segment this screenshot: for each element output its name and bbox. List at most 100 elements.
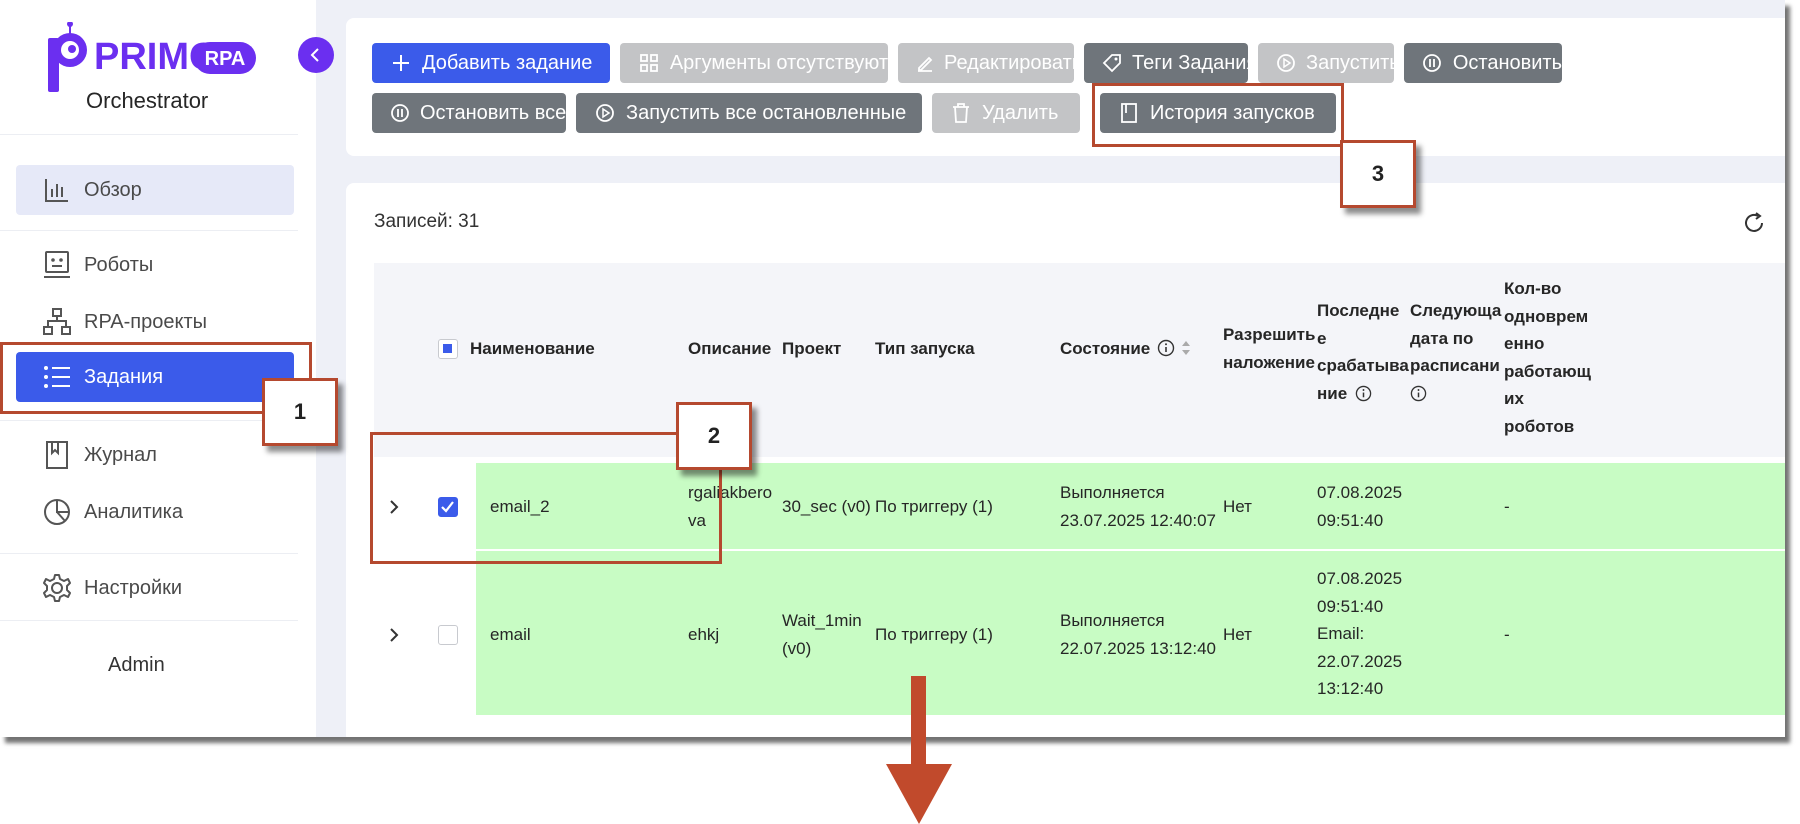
column-header-next-date[interactable]: Следующа дата по расписани	[1410, 297, 1501, 407]
header-line: Последне	[1317, 301, 1400, 320]
run-history-button[interactable]: История запусков	[1100, 93, 1336, 133]
sidebar-item-journal[interactable]: Журнал	[16, 430, 294, 480]
collapse-sidebar-button[interactable]	[298, 37, 334, 73]
row-checkbox[interactable]	[438, 625, 458, 645]
sidebar-item-robots[interactable]: Роботы	[16, 240, 294, 290]
divider	[0, 620, 298, 621]
column-header-last-fire[interactable]: Последне е срабатыва ние	[1317, 297, 1409, 407]
hierarchy-icon	[42, 307, 72, 337]
bar-chart-icon	[42, 175, 72, 205]
cell-last-fire: 07.08.2025 09:51:40 Email: 22.07.2025 13…	[1317, 565, 1402, 703]
pause-circle-icon	[390, 102, 410, 124]
header-line: дата по	[1410, 328, 1474, 348]
column-header-project[interactable]: Проект	[782, 339, 842, 358]
header-line: роботов	[1504, 416, 1575, 436]
cell-line: 09:51:40	[1317, 510, 1384, 530]
grid-icon	[638, 52, 660, 74]
run-button[interactable]: Запустить	[1258, 43, 1400, 83]
tasks-table-card: Записей: 31 Наименование Описание Проект…	[346, 183, 1785, 737]
cell-launch-type: По триггеру (1)	[875, 625, 993, 644]
button-label: Аргументы отсутствуют	[669, 51, 888, 74]
sort-icon[interactable]	[1180, 339, 1192, 357]
sidebar-item-label: Задания	[84, 365, 164, 388]
cell-launch-type: По триггеру (1)	[875, 497, 993, 516]
refresh-icon[interactable]	[1742, 211, 1766, 235]
sidebar-item-overview[interactable]: Обзор	[16, 165, 294, 215]
sidebar-item-rpa-projects[interactable]: RPA-проекты	[16, 297, 294, 347]
info-icon	[1410, 385, 1427, 401]
sidebar-item-settings[interactable]: Настройки	[16, 563, 294, 613]
button-label: Теги Задания	[1132, 51, 1258, 74]
expand-row-icon[interactable]	[386, 627, 402, 643]
button-label: Остановить все	[420, 101, 567, 124]
stop-button[interactable]: Остановить	[1404, 43, 1562, 83]
trash-icon	[950, 102, 972, 124]
check-icon	[441, 501, 454, 513]
cell-state: Выполняется 22.07.2025 13:12:40	[1060, 607, 1216, 662]
cell-line: 07.08.2025	[1317, 483, 1403, 502]
table-row[interactable]	[476, 551, 1785, 715]
delete-button[interactable]: Удалить	[932, 93, 1080, 133]
cell-line: 09:51:40	[1317, 596, 1384, 616]
list-icon	[42, 362, 72, 392]
cell-line: rgaliakbero	[688, 483, 773, 502]
column-header-description[interactable]: Описание	[688, 339, 772, 358]
row-checkbox[interactable]	[438, 497, 458, 517]
sidebar-item-label: Обзор	[84, 178, 142, 201]
edit-button[interactable]: Редактировать	[898, 43, 1082, 83]
cell-overlap: Нет	[1223, 625, 1252, 644]
task-tags-button[interactable]: Теги Задания	[1084, 43, 1257, 83]
sidebar-item-label: Роботы	[84, 253, 154, 276]
chevron-left-icon	[310, 48, 319, 62]
pencil-icon	[916, 52, 934, 74]
arguments-button[interactable]: Аргументы отсутствуют	[620, 43, 888, 83]
robot-icon	[42, 250, 72, 280]
play-circle-icon	[1276, 52, 1296, 74]
stop-all-button[interactable]: Остановить все	[372, 93, 566, 133]
cell-overlap: Нет	[1223, 497, 1252, 516]
cell-state: Выполняется 23.07.2025 12:40:07	[1060, 479, 1216, 534]
annotation-box-3	[1092, 83, 1344, 147]
table-row[interactable]	[476, 463, 1785, 549]
header-line: Кол-во	[1504, 279, 1562, 298]
cell-line: Выполняется	[1060, 483, 1165, 502]
annotation-box-2	[370, 432, 722, 564]
sidebar-item-label: Журнал	[84, 443, 157, 466]
cell-name[interactable]: email	[490, 625, 531, 644]
sidebar-item-analytics[interactable]: Аналитика	[16, 487, 294, 537]
button-label: Удалить	[982, 101, 1059, 124]
header-line: их	[1504, 389, 1524, 408]
info-icon	[1355, 385, 1372, 401]
plus-icon	[390, 52, 412, 74]
play-circle-icon	[594, 102, 616, 124]
divider	[0, 134, 298, 135]
expand-row-icon[interactable]	[386, 499, 402, 515]
cell-description: rgaliakbero va	[688, 479, 772, 534]
cell-line: 23.07.2025 12:40:07	[1060, 510, 1216, 530]
records-count: Записей: 31	[374, 211, 480, 232]
primo-logo: PRIMO RPA Orchestrator	[48, 22, 258, 114]
add-task-button[interactable]: Добавить задание	[372, 43, 610, 83]
cell-description: ehkj	[688, 625, 720, 644]
column-header-name[interactable]: Наименование	[470, 339, 595, 358]
column-header-robots-count[interactable]: Кол-во одноврем енно работающ их роботов	[1504, 275, 1591, 440]
column-header-launch-type[interactable]: Тип запуска	[875, 339, 975, 358]
product-name: Orchestrator	[86, 88, 209, 113]
column-header-overlap[interactable]: Разрешить наложение	[1223, 321, 1315, 376]
select-all-checkbox[interactable]	[438, 339, 458, 359]
cell-name[interactable]: email_2	[490, 497, 550, 516]
sidebar-item-label: Настройки	[84, 576, 183, 599]
run-all-stopped-button[interactable]: Запустить все остановленные	[576, 93, 922, 133]
cell-line: 13:12:40	[1317, 679, 1384, 698]
sidebar-item-label: RPA-проекты	[84, 310, 208, 333]
button-label: Запустить	[1306, 51, 1400, 74]
app-window: PRIMO RPA Orchestrator Обзор Роботы RP	[0, 0, 1785, 737]
sidebar-item-tasks[interactable]: Задания	[16, 352, 294, 402]
primo-logo-icon: PRIMO RPA	[48, 22, 256, 92]
pie-chart-icon	[42, 497, 72, 527]
annotation-tag-2: 2	[676, 402, 752, 470]
info-icon	[1157, 339, 1175, 357]
user-name[interactable]: Admin	[108, 654, 165, 676]
column-header-state[interactable]: Состояние	[1060, 335, 1192, 363]
